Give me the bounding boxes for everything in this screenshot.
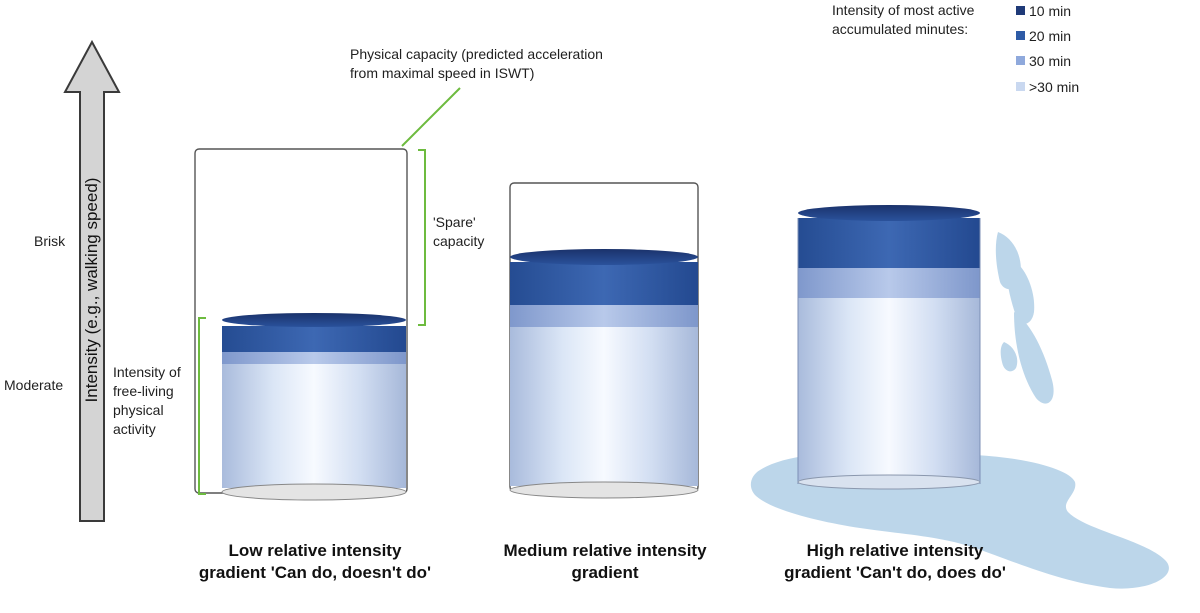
caption-low: Low relative intensity gradient 'Can do,… bbox=[198, 541, 432, 582]
liquid-over-30-min bbox=[798, 296, 980, 480]
tick-brisk: Brisk bbox=[34, 233, 66, 249]
glass-medium bbox=[509, 182, 699, 499]
legend-swatch bbox=[1016, 56, 1025, 65]
legend-swatch bbox=[1016, 31, 1025, 40]
liquid-30-min bbox=[798, 266, 980, 298]
spill-drop-4 bbox=[1000, 342, 1018, 372]
y-axis-label: Intensity (e.g., walking speed) bbox=[82, 177, 101, 403]
physical-capacity-label: Physical capacity (predicted acceleratio… bbox=[350, 46, 603, 81]
legend-label: 10 min bbox=[1029, 3, 1072, 19]
glass-base bbox=[221, 483, 407, 501]
spill-drop-3 bbox=[1014, 312, 1054, 404]
liquid-10-min bbox=[222, 313, 406, 327]
glass-base bbox=[797, 474, 981, 490]
liquid-20-min bbox=[510, 262, 698, 305]
legend-title: Intensity of most active accumulated min… bbox=[832, 2, 975, 37]
glass-high bbox=[797, 205, 981, 490]
spare-capacity-bracket bbox=[418, 149, 426, 326]
free-living-label: Intensity of free-living physical activi… bbox=[113, 364, 181, 437]
intensity-arrow-icon bbox=[63, 39, 121, 522]
liquid-10-min bbox=[798, 205, 980, 221]
legend-label: >30 min bbox=[1029, 79, 1080, 95]
liquid-20-min bbox=[798, 218, 980, 268]
spare-capacity-label: 'Spare' capacity bbox=[433, 214, 485, 249]
legend-label: 20 min bbox=[1029, 28, 1072, 44]
glass-base bbox=[509, 481, 699, 499]
caption-medium: Medium relative intensity gradient bbox=[503, 541, 707, 582]
liquid-over-30-min bbox=[222, 362, 406, 488]
liquid-30-min bbox=[222, 350, 406, 364]
legend-swatch bbox=[1016, 82, 1025, 91]
legend-label: 30 min bbox=[1029, 53, 1072, 69]
spill-drop-2 bbox=[1006, 258, 1035, 324]
liquid-over-30-min bbox=[510, 325, 698, 486]
legend-swatch bbox=[1016, 6, 1025, 15]
caption-high: High relative intensity gradient 'Can't … bbox=[784, 541, 1006, 582]
free-living-bracket bbox=[198, 317, 206, 495]
liquid-10-min bbox=[510, 249, 698, 265]
liquid-30-min bbox=[510, 303, 698, 327]
tick-moderate: Moderate bbox=[4, 377, 64, 393]
liquid-20-min bbox=[222, 326, 406, 352]
capacity-pointer-line bbox=[401, 87, 461, 147]
glass-low bbox=[194, 148, 408, 501]
